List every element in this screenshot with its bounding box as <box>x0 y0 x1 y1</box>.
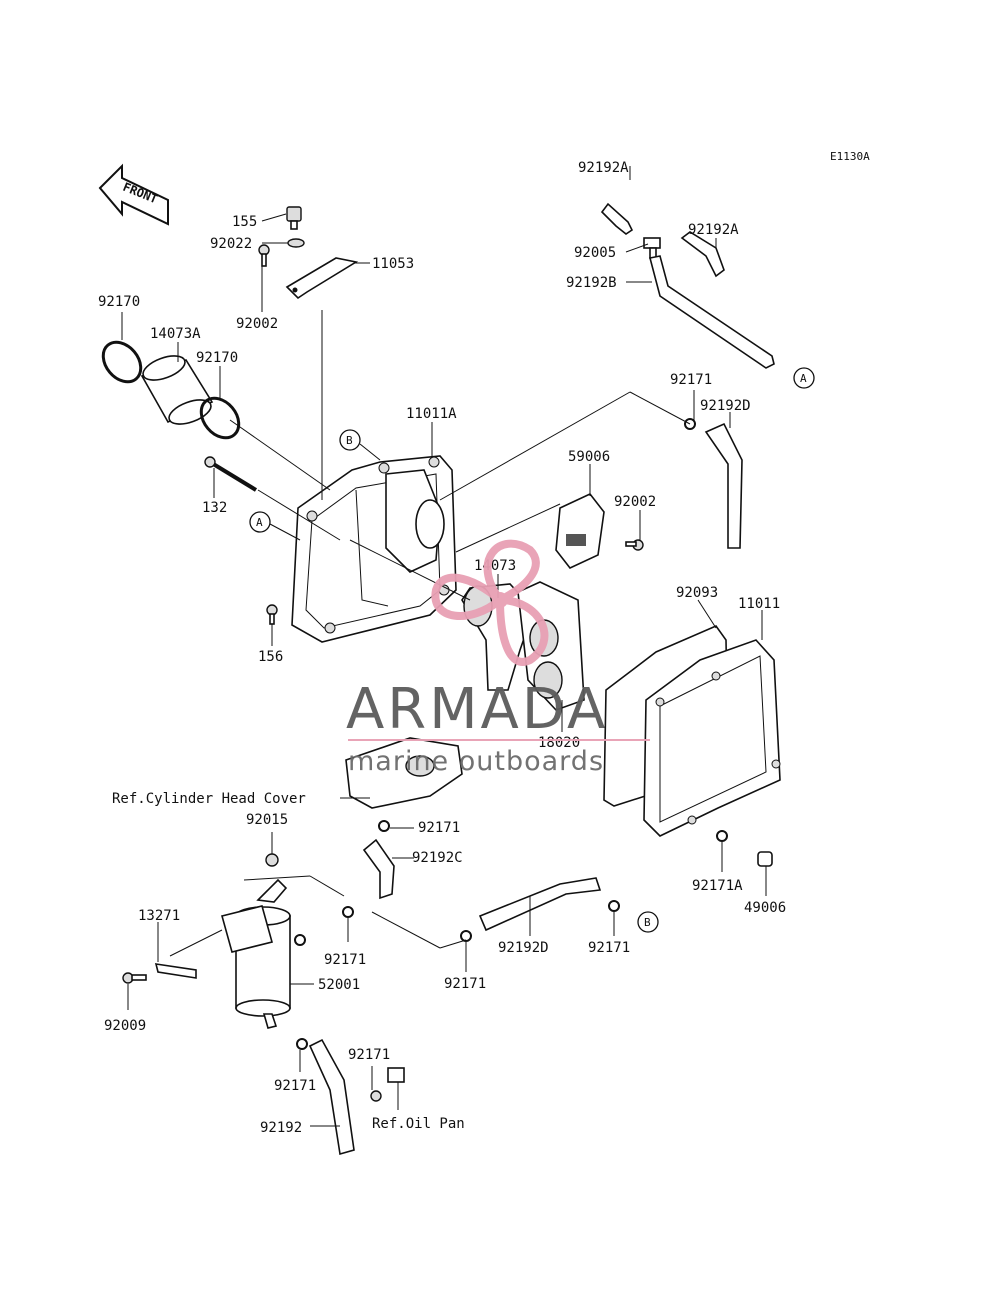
bolt-156 <box>266 604 278 625</box>
washer-92022 <box>287 238 305 248</box>
label-92171-hose-right: 92171 <box>588 940 630 956</box>
label-92171A: 92171A <box>692 878 743 894</box>
label-92002-mid: 92002 <box>614 494 656 510</box>
bracket-13271 <box>154 963 197 979</box>
bolt-92002-mid <box>625 539 644 551</box>
label-92192D-bottom: 92192D <box>498 940 549 956</box>
watermark-subtitle: marine outboards <box>348 746 604 777</box>
label-49006: 49006 <box>744 900 786 916</box>
label-92009: 92009 <box>104 1018 146 1034</box>
watermark: ARMADA marine outboards <box>346 539 650 777</box>
label-14073A: 14073A <box>150 326 201 342</box>
label-92192D-top: 92192D <box>700 398 751 414</box>
leader-lines <box>121 166 767 1127</box>
label-92002-top: 92002 <box>236 316 278 332</box>
clamp-92171-hose-left <box>460 930 472 942</box>
label-ref-cylinder-head: Ref.Cylinder Head Cover <box>112 791 306 807</box>
clamp-92171-tank-bottom <box>296 1038 308 1050</box>
clamp-92171-top <box>684 418 696 430</box>
marker-b-top: B <box>339 429 381 461</box>
clamp-92171-tank-side <box>294 934 306 946</box>
bracket-11053 <box>285 257 359 300</box>
hose-92192A-left <box>600 202 634 235</box>
propeller-logo-icon <box>431 539 549 666</box>
label-92192: 92192 <box>260 1120 302 1136</box>
air-box-11011A <box>291 455 457 643</box>
label-52001: 52001 <box>318 977 360 993</box>
air-box-cover-11011 <box>643 639 781 837</box>
label-14073: 14073 <box>474 558 516 574</box>
label-11053: 11053 <box>372 256 414 272</box>
marker-a-left: A <box>249 511 301 541</box>
clamp-92171A <box>716 830 728 842</box>
svg-text:A: A <box>800 372 807 385</box>
bolt-155 <box>286 206 302 230</box>
label-92022: 92022 <box>210 236 252 252</box>
label-11011: 11011 <box>738 596 780 612</box>
label-92192A-right: 92192A <box>688 222 739 238</box>
hose-92192C <box>362 838 395 900</box>
plate-59006 <box>555 493 605 569</box>
separator-tank-52001 <box>221 878 291 1029</box>
label-156: 156 <box>258 649 283 665</box>
label-92192C: 92192C <box>412 850 463 866</box>
front-arrow-icon: FRONT <box>98 163 169 226</box>
oil-pan-fitting <box>370 1067 405 1102</box>
part-labels: 155 92022 11053 92002 92170 14073A 92170… <box>98 160 786 1136</box>
marker-a-right: A <box>793 367 815 389</box>
label-92170-right: 92170 <box>196 350 238 366</box>
label-92171-mid: 92171 <box>418 820 460 836</box>
clamp-92171-mid <box>378 820 390 832</box>
label-11011A: 11011A <box>406 406 457 422</box>
cylinder-head-port <box>405 755 435 777</box>
diagram-code: E1130A <box>830 150 870 163</box>
grommet-92015 <box>265 853 279 867</box>
label-92171-oil-pan: 92171 <box>348 1047 390 1063</box>
svg-text:B: B <box>644 916 651 929</box>
hose-92192D-bottom <box>478 877 602 932</box>
bolt-132 <box>204 456 258 492</box>
label-92005: 92005 <box>574 245 616 261</box>
hose-92192A-right <box>680 231 725 278</box>
label-92015: 92015 <box>246 812 288 828</box>
marker-b-bottom: B <box>637 911 659 933</box>
label-92171-hose-left: 92171 <box>444 976 486 992</box>
bolt-92002-top <box>258 244 270 267</box>
label-59006: 59006 <box>568 449 610 465</box>
hose-92192D-top <box>704 422 743 549</box>
clamp-92170-right <box>199 396 241 440</box>
coupling-14073A <box>140 355 214 425</box>
label-92170-left: 92170 <box>98 294 140 310</box>
label-ref-oil-pan: Ref.Oil Pan <box>372 1116 465 1132</box>
hose-92192 <box>308 1038 355 1156</box>
watermark-title: ARMADA <box>346 677 608 742</box>
label-13271: 13271 <box>138 908 180 924</box>
label-132: 132 <box>202 500 227 516</box>
bolt-92009 <box>122 972 147 984</box>
label-92171-top: 92171 <box>670 372 712 388</box>
clamp-92171-tank-top <box>342 906 354 918</box>
cap-49006 <box>757 851 773 867</box>
hose-92192B <box>649 255 775 369</box>
label-92171-tank-bottom: 92171 <box>274 1078 316 1094</box>
svg-text:A: A <box>256 516 263 529</box>
connection-lines <box>169 310 691 957</box>
clamp-92171-hose-right <box>608 900 620 912</box>
clamp-92170-left <box>101 340 143 384</box>
label-92192A-top: 92192A <box>578 160 629 176</box>
fitting-92005 <box>643 237 661 259</box>
label-155: 155 <box>232 214 257 230</box>
svg-text:B: B <box>346 434 353 447</box>
label-92192B: 92192B <box>566 275 617 291</box>
label-92093: 92093 <box>676 585 718 601</box>
label-92171-tank: 92171 <box>324 952 366 968</box>
